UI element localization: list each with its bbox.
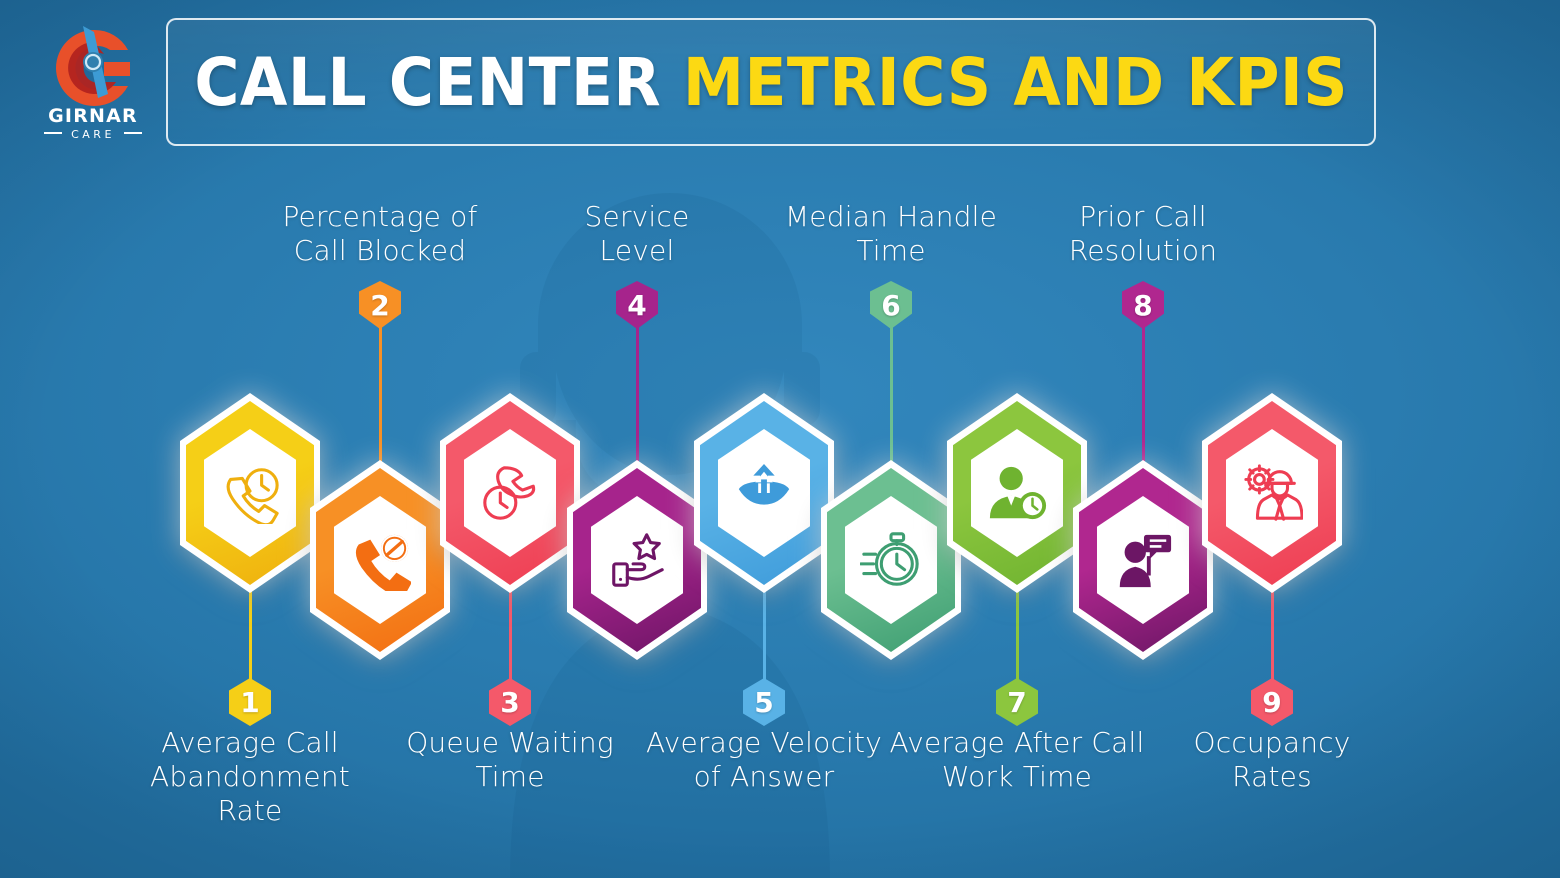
page-title: CALL CENTER METRICS AND KPIS bbox=[194, 44, 1347, 121]
kpi-hexagon[interactable] bbox=[567, 460, 707, 660]
kpi-hexagon[interactable] bbox=[180, 393, 320, 593]
connector-line bbox=[1015, 569, 1019, 684]
step-number: 4 bbox=[627, 288, 647, 322]
title-banner: CALL CENTER METRICS AND KPIS bbox=[166, 18, 1376, 146]
connector-line bbox=[248, 569, 252, 684]
kpi-label: Median Handle Time bbox=[784, 200, 998, 268]
step-number: 2 bbox=[370, 288, 390, 322]
step-number: 5 bbox=[754, 685, 774, 719]
title-primary: CALL CENTER bbox=[194, 43, 683, 121]
connector-line bbox=[508, 569, 512, 684]
title-accent: METRICS AND KPIS bbox=[682, 43, 1348, 121]
step-number-badge: 3 bbox=[489, 678, 531, 726]
step-number-badge: 1 bbox=[229, 678, 271, 726]
worker-gear-icon bbox=[1226, 429, 1318, 557]
step-number-badge: 7 bbox=[996, 678, 1038, 726]
phone-up-arrow-icon bbox=[718, 429, 810, 557]
connector-line bbox=[1270, 569, 1274, 684]
step-number-badge: 2 bbox=[359, 281, 401, 329]
kpi-hexagon[interactable] bbox=[310, 460, 450, 660]
kpi-label: Percentage of Call Blocked bbox=[282, 200, 478, 268]
kpi-label: Average Call Abandonment Rate bbox=[150, 726, 350, 828]
girnar-care-logo[interactable]: GIRNAR CARE bbox=[32, 18, 154, 140]
phone-blocked-icon bbox=[334, 496, 426, 624]
svg-text:CARE: CARE bbox=[71, 128, 115, 140]
connector-line bbox=[762, 569, 766, 684]
kpi-label: Occupancy Rates bbox=[1193, 726, 1351, 794]
kpi-hexagon[interactable] bbox=[821, 460, 961, 660]
step-number: 7 bbox=[1007, 685, 1027, 719]
connector-line bbox=[1141, 300, 1145, 488]
kpi-hexagon[interactable] bbox=[947, 393, 1087, 593]
stopwatch-icon bbox=[845, 496, 937, 624]
phone-stopwatch-icon bbox=[464, 429, 556, 557]
person-speech-icon bbox=[1097, 496, 1189, 624]
kpi-hexagon[interactable] bbox=[1073, 460, 1213, 660]
phone-clock-icon bbox=[204, 429, 296, 557]
kpi-label: Average After Call Work Time bbox=[889, 726, 1145, 794]
kpi-hexagon[interactable] bbox=[440, 393, 580, 593]
logo-wordmark: GIRNAR bbox=[48, 105, 138, 127]
logo-g-mark bbox=[56, 26, 130, 107]
step-number: 3 bbox=[500, 685, 520, 719]
step-number-badge: 9 bbox=[1251, 678, 1293, 726]
step-number: 6 bbox=[881, 288, 901, 322]
step-number: 9 bbox=[1262, 685, 1282, 719]
connector-line bbox=[635, 300, 639, 488]
step-number-badge: 4 bbox=[616, 281, 658, 329]
kpi-label: Queue Waiting Time bbox=[406, 726, 614, 794]
kpi-hexagon[interactable] bbox=[694, 393, 834, 593]
step-number-badge: 6 bbox=[870, 281, 912, 329]
step-number: 8 bbox=[1133, 288, 1153, 322]
step-number: 1 bbox=[240, 685, 260, 719]
hand-star-icon bbox=[591, 496, 683, 624]
connector-line bbox=[889, 300, 893, 488]
kpi-label: Prior Call Resolution bbox=[1068, 200, 1218, 268]
kpi-label: Average Velocity of Answer bbox=[646, 726, 882, 794]
kpi-label: Service Level bbox=[584, 200, 690, 268]
step-number-badge: 8 bbox=[1122, 281, 1164, 329]
step-number-badge: 5 bbox=[743, 678, 785, 726]
person-clock-icon bbox=[971, 429, 1063, 557]
connector-line bbox=[378, 300, 382, 488]
kpi-hexagon[interactable] bbox=[1202, 393, 1342, 593]
logo-tagline: CARE bbox=[44, 128, 142, 140]
